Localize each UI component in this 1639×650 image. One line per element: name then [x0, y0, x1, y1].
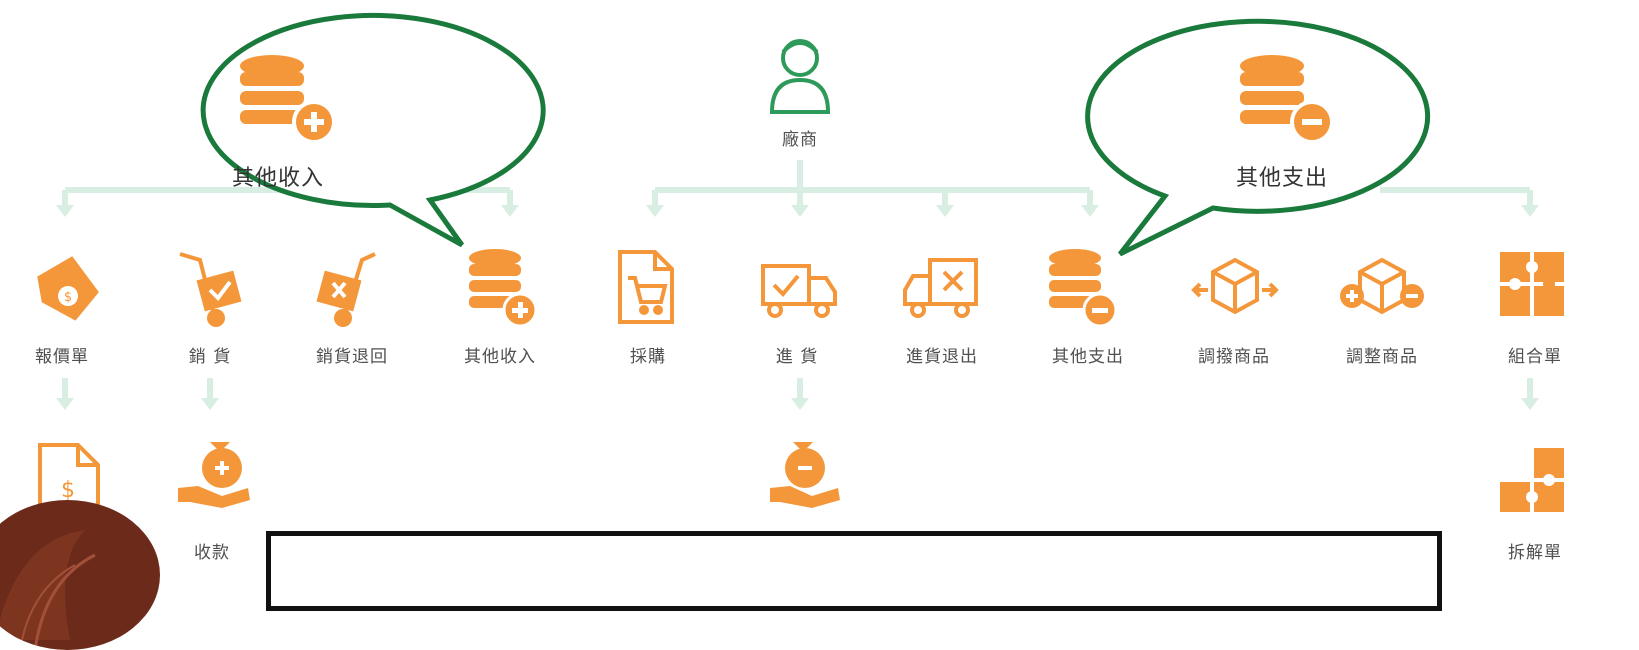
caption-box [266, 531, 1442, 611]
hand-money-plus-icon [178, 442, 250, 508]
database-plus-icon [469, 249, 538, 328]
box-plus-minus-icon [1340, 257, 1424, 315]
cart-document-icon [618, 250, 674, 324]
puzzle-split-icon [1500, 448, 1564, 512]
callout-bubble-left [200, 12, 546, 248]
database-minus-icon [1240, 55, 1334, 144]
node-label-adjust[interactable]: 調整商品 [1346, 347, 1418, 367]
callout-left-label: 其他收入 [231, 166, 325, 191]
hand-money-minus-icon [770, 442, 840, 508]
database-plus-icon [240, 55, 336, 144]
hand-truck-check-icon [179, 252, 242, 327]
node-label-purchase-return[interactable]: 進貨退出 [906, 347, 978, 367]
node-label-purchase-order[interactable]: 採購 [630, 347, 666, 367]
node-label-transfer[interactable]: 調撥商品 [1198, 347, 1270, 367]
vendor-label: 廠商 [782, 130, 818, 150]
truck-check-icon [761, 264, 837, 318]
svg-text:$: $ [64, 290, 72, 305]
node-label-disassembly[interactable]: 拆解單 [1508, 543, 1562, 563]
node-label-purchase[interactable]: 進 貨 [775, 347, 819, 367]
connector-right [1380, 187, 1533, 205]
node-label-other-expense[interactable]: 其他支出 [1052, 347, 1124, 367]
node-label-quote[interactable]: 報價單 [35, 347, 89, 367]
svg-text:$: $ [61, 478, 75, 503]
node-label-receipt[interactable]: 收款 [194, 543, 230, 563]
price-tag-icon: $ [37, 256, 99, 321]
database-minus-icon [1049, 249, 1118, 328]
box-arrows-icon [1191, 257, 1279, 315]
node-label-sales-return[interactable]: 銷貨退回 [316, 347, 388, 367]
callout-bubble-right [1085, 18, 1431, 257]
connector-center [652, 160, 1093, 205]
node-label-sales[interactable]: 銷 貨 [188, 347, 232, 367]
person-icon [769, 39, 831, 114]
callout-right-label: 其他支出 [1235, 166, 1329, 191]
node-label-other-income[interactable]: 其他收入 [464, 347, 536, 367]
hand-truck-x-icon [316, 252, 376, 327]
puzzle-icon [1500, 252, 1564, 316]
flow-diagram: $ [37, 12, 1564, 522]
truck-x-icon [903, 258, 978, 318]
connector-down [62, 378, 1533, 398]
node-label-assembly[interactable]: 組合單 [1508, 347, 1562, 367]
